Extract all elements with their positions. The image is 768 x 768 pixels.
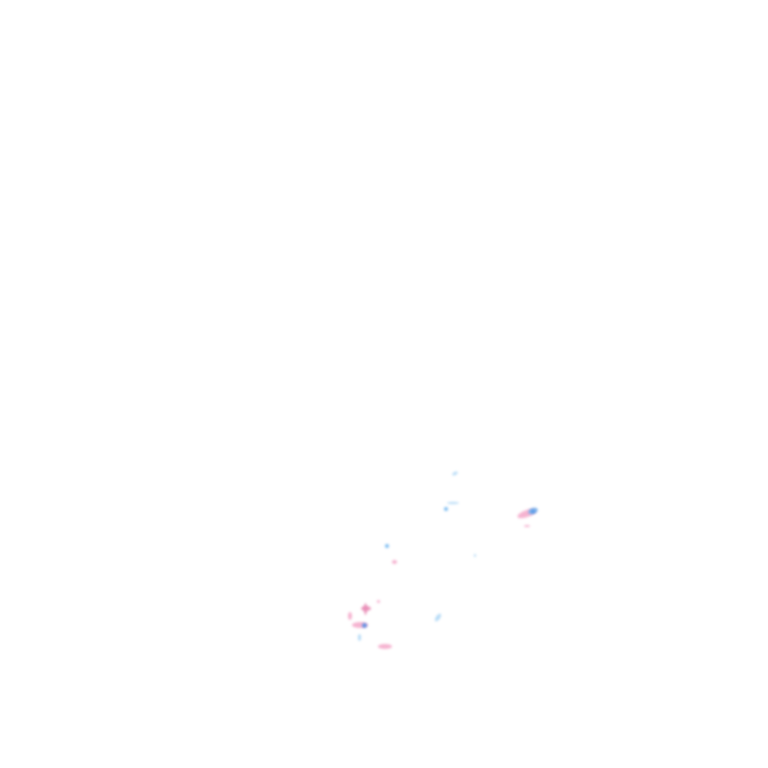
precipitation-cell [447, 502, 459, 504]
precipitation-cell [352, 622, 368, 628]
precipitation-cell [358, 634, 361, 641]
precipitation-cell [348, 612, 352, 620]
precipitation-cell [378, 644, 392, 649]
precipitation-cell [392, 560, 397, 564]
precipitation-cell [524, 525, 530, 527]
precipitation-cell [377, 600, 380, 603]
precipitation-cell [444, 507, 448, 511]
precipitation-cell [474, 554, 476, 557]
precipitation-cell [433, 612, 443, 623]
precipitation-cell [531, 510, 535, 513]
precipitation-cell [385, 544, 389, 548]
precipitation-cell [451, 470, 459, 477]
precipitation-cell [362, 623, 367, 628]
precipitation-cell [364, 603, 367, 615]
